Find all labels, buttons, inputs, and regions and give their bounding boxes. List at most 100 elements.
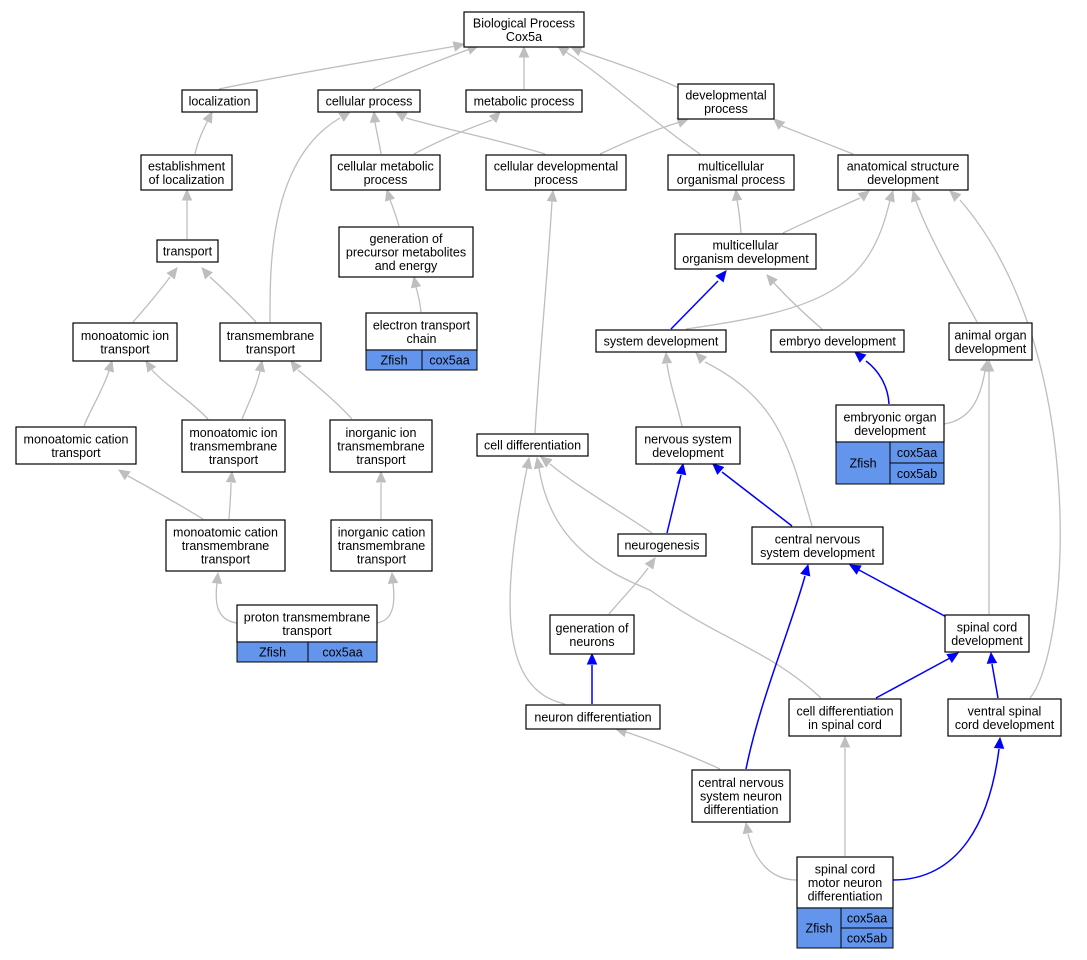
term-label-line: organismal process <box>677 173 785 187</box>
gene-cell <box>421 349 478 371</box>
go-term-embryonic-organ[interactable]: embryonic organdevelopmentZfishcox5aacox… <box>835 404 945 485</box>
arrowhead-icon <box>375 470 387 483</box>
edge-embryonic_organ-to-embryo_dev <box>854 351 890 405</box>
edge-line <box>269 117 341 323</box>
edge-line <box>959 199 1061 699</box>
gene-label[interactable]: cox5aa <box>322 646 362 660</box>
term-label-line: process <box>364 173 408 187</box>
edge-line <box>782 197 861 234</box>
go-term-cell-differentiation[interactable]: cell differentiation <box>476 433 589 457</box>
edge-line <box>721 471 793 527</box>
go-term-localization[interactable]: localization <box>181 89 258 113</box>
term-box <box>463 11 585 48</box>
arrowhead-icon <box>145 359 157 373</box>
go-term-metabolic-process[interactable]: metabolic process <box>465 89 583 113</box>
term-box <box>317 89 421 113</box>
edge-line <box>608 567 649 615</box>
term-label-line: differentiation <box>808 890 883 904</box>
edge-spinal_motor-to-cell_diff_spinal <box>839 735 851 856</box>
term-label-line: spinal cord <box>815 863 875 877</box>
arrowhead-icon <box>854 351 867 363</box>
go-term-transport[interactable]: transport <box>156 239 219 263</box>
edge-line <box>747 833 798 881</box>
go-term-cellular-process[interactable]: cellular process <box>317 89 421 113</box>
edge-neuron_differentiation-to-generation_neurons <box>586 652 598 704</box>
go-term-neuron-differentiation[interactable]: neuron differentiation <box>525 704 661 730</box>
gene-label[interactable]: cox5ab <box>847 932 887 946</box>
arrowhead-icon <box>839 735 851 748</box>
edge-line <box>372 48 471 90</box>
edge-ventral_spinal-to-anatomical_structure <box>949 190 1061 699</box>
edge-animal_organ-to-anatomical_structure <box>910 189 978 323</box>
edge-line <box>509 467 566 705</box>
edge-developmental_process-to-root <box>569 46 680 89</box>
go-term-neurogenesis[interactable]: neurogenesis <box>617 533 707 557</box>
arrowhead-icon <box>712 463 725 475</box>
edge-cell_differentiation-to-cellular_developmental <box>534 189 558 434</box>
graph-edges <box>83 41 1061 881</box>
edge-line <box>745 575 806 770</box>
term-box <box>617 533 707 557</box>
term-label-line: transport <box>282 624 332 638</box>
go-term-system-dev[interactable]: system development <box>595 329 727 353</box>
term-box <box>944 614 1030 653</box>
gene-label[interactable]: cox5aa <box>847 912 887 926</box>
edge-line <box>915 200 978 323</box>
edge-line <box>736 199 742 234</box>
edge-line <box>215 582 238 624</box>
term-label-line: Cox5a <box>506 30 542 44</box>
gene-label[interactable]: cox5ab <box>897 467 937 481</box>
edge-spinal_cord_dev-to-animal_organ <box>983 359 995 614</box>
arrowhead-icon <box>488 111 501 124</box>
go-term-embryo-dev[interactable]: embryo development <box>770 329 905 353</box>
edge-monoatomic_ion_tm-to-monoatomic_ion <box>145 359 209 420</box>
arrowhead-icon <box>181 188 193 201</box>
edge-generation_precursor-to-cellular_metabolic <box>384 188 400 227</box>
arrowhead-icon <box>983 359 995 372</box>
arrowhead-icon <box>910 189 922 203</box>
gene-label[interactable]: cox5aa <box>429 354 469 368</box>
term-label-line: chain <box>407 332 437 346</box>
arrowhead-icon <box>586 652 598 665</box>
term-box <box>236 604 378 643</box>
term-label-line: process <box>704 102 748 116</box>
term-label-line: cellular metabolic <box>337 159 434 173</box>
edge-anatomical_structure-to-developmental_process <box>773 118 854 155</box>
term-label-line: inorganic ion <box>346 426 417 440</box>
arrowhead-icon <box>338 111 352 122</box>
term-label-line: monoatomic cation <box>173 526 278 540</box>
edge-line <box>666 474 682 534</box>
edge-line <box>991 663 999 699</box>
term-label-line: nervous system <box>644 432 732 446</box>
gene-label[interactable]: cox5aa <box>897 446 937 460</box>
arrowhead-icon <box>742 821 754 835</box>
